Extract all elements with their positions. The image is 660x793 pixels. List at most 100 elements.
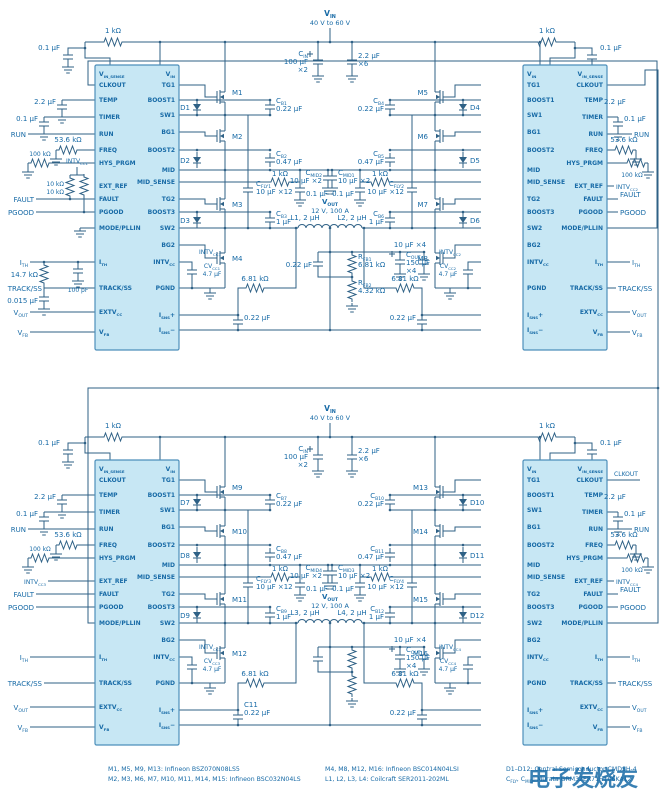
external-wires [27, 494, 95, 728]
value-label: 1 kΩ [105, 27, 122, 35]
value-label: 1 kΩ [105, 422, 122, 430]
controller-4-body [522, 459, 608, 746]
controller-2-pin: TG1 [527, 82, 540, 89]
net-intvcc1: INTVCC1 [66, 158, 88, 166]
value-label: 100 kΩ [621, 567, 643, 574]
ground-icon [55, 113, 69, 124]
ref-m7: M7 [418, 201, 429, 209]
net-pgood: PGOOD [8, 209, 34, 217]
value-label: 4.7 µF [439, 271, 458, 278]
controller-3-pin: TG1 [162, 477, 175, 484]
value-label: 6.81 kΩ [241, 670, 269, 678]
value-label: 0.22 µF [276, 500, 302, 508]
value-label: 0.22 µF [244, 709, 270, 717]
controller-2-pin: BOOST3 [527, 209, 554, 216]
value-label: 4.7 µF [203, 271, 222, 278]
net-clkout: CLKOUT [614, 471, 638, 478]
controller-3-pin: MID_SENSE [137, 574, 175, 581]
net-intvcc2: INTVCC2 [616, 184, 638, 192]
value-label: CB4 [373, 97, 384, 107]
value-label: RFB2 [358, 279, 372, 289]
sync-wire-bottom [87, 69, 659, 624]
value-label: 0.1 µF [600, 44, 622, 52]
component-note: D1–D12: Central Semiconductor CMDSH-4 [506, 766, 637, 773]
controller-1-pin-vin-sense: VIN_SENSE [99, 71, 125, 79]
controller-4-pin: MID_SENSE [527, 574, 565, 581]
value-label: CB8 [276, 545, 287, 555]
controller-3-pin: ISNS− [159, 722, 175, 730]
controller-3-pin: INTVCC [153, 654, 175, 662]
controller-3-pin: MODE/PLLIN [99, 620, 141, 627]
value-label: 1 µF [369, 218, 384, 226]
value-label: 10 µF ×2 [338, 177, 370, 185]
controller-3-pin: PGOOD [99, 604, 124, 611]
controller-2-pin: BOOST1 [527, 97, 554, 104]
value-label: 10 µF ×12 [256, 188, 293, 196]
junction-dot [82, 210, 86, 214]
component-note: M2, M3, M6, M7, M10, M11, M14, M15: Infi… [108, 776, 301, 783]
value-label: CB11 [370, 545, 384, 555]
value-label: CB2 [276, 150, 287, 160]
controller-2-pin: FREQ [585, 147, 603, 154]
controller-2-pin: MID_SENSE [527, 179, 565, 186]
vout-value: 12 V, 100 A [311, 207, 349, 215]
value-label: 0.22 µF [276, 105, 302, 113]
net-pgood: PGOOD [620, 209, 646, 217]
controller-1-pin: BG2 [161, 242, 175, 249]
net-pgood: PGOOD [8, 604, 34, 612]
controller-3-pin: VFB [99, 724, 109, 732]
controller-2-pin: RUN [588, 131, 603, 138]
controller-4-pin-vin-sense: VIN [527, 466, 536, 474]
controller-4-pin: TG2 [527, 591, 540, 598]
ground-icon [37, 305, 51, 316]
resistor-icon [65, 174, 75, 200]
ref-d5: D5 [470, 157, 480, 165]
value-label: CB9 [276, 605, 287, 615]
value-label: 150 µF [406, 259, 430, 267]
net-run: RUN [11, 131, 26, 139]
controller-3-pin-vin-sense: VIN_SENSE [99, 466, 125, 474]
controller-3-pin: MID [162, 562, 175, 569]
net-vfb: VFB [17, 724, 28, 734]
resistor-icon [623, 553, 649, 563]
resistor-icon [55, 540, 81, 550]
ref-m15: M15 [413, 596, 428, 604]
net-fault: FAULT [13, 196, 34, 204]
ground-icon [641, 168, 655, 179]
value-label: 53.6 kΩ [610, 531, 638, 539]
controller-4-pin: BOOST2 [527, 542, 554, 549]
resistor-icon [39, 261, 49, 287]
value-label: 1 µF [369, 613, 384, 621]
controller-4-pin: EXT_REF [574, 578, 603, 585]
ref-c11: C11 [244, 701, 258, 709]
value-label: CB5 [373, 150, 384, 160]
component-note: M4, M8, M12, M16: Infineon BSC014N04LSI [325, 766, 459, 773]
controller-2-pin: FAULT [583, 196, 604, 203]
value-label: CIN [298, 50, 308, 60]
value-label: 0.47 µF [358, 553, 384, 561]
ground-icon [37, 525, 51, 536]
controller-4-pin: HYS_PRGM [566, 555, 603, 562]
vin-range: 40 V to 60 V [310, 414, 351, 422]
value-label: ×2 [298, 461, 308, 469]
component-note: CFLY, CMID: Murata GRM32ER71H106KA12 [506, 776, 632, 784]
value-label: 2.2 µF [358, 447, 380, 455]
value-label: 53.6 kΩ [54, 136, 82, 144]
value-label: 6.81 kΩ [391, 670, 419, 678]
net-intvcc4: INTVCC4 [439, 644, 461, 652]
ref-d12: D12 [470, 612, 484, 620]
junction-dot [538, 435, 542, 439]
ground-icon [21, 168, 35, 179]
resistor-icon [611, 145, 637, 155]
ground-icon [641, 563, 655, 574]
ref-d8: D8 [180, 552, 190, 560]
resistor-icon [55, 145, 81, 155]
ref-m14: M14 [413, 528, 428, 536]
net-vfb: VFB [17, 329, 28, 339]
controller-4-pin: ISNS+ [527, 707, 543, 715]
value-label: 150 µF [406, 654, 430, 662]
controller-1-pin: FREQ [99, 147, 117, 154]
